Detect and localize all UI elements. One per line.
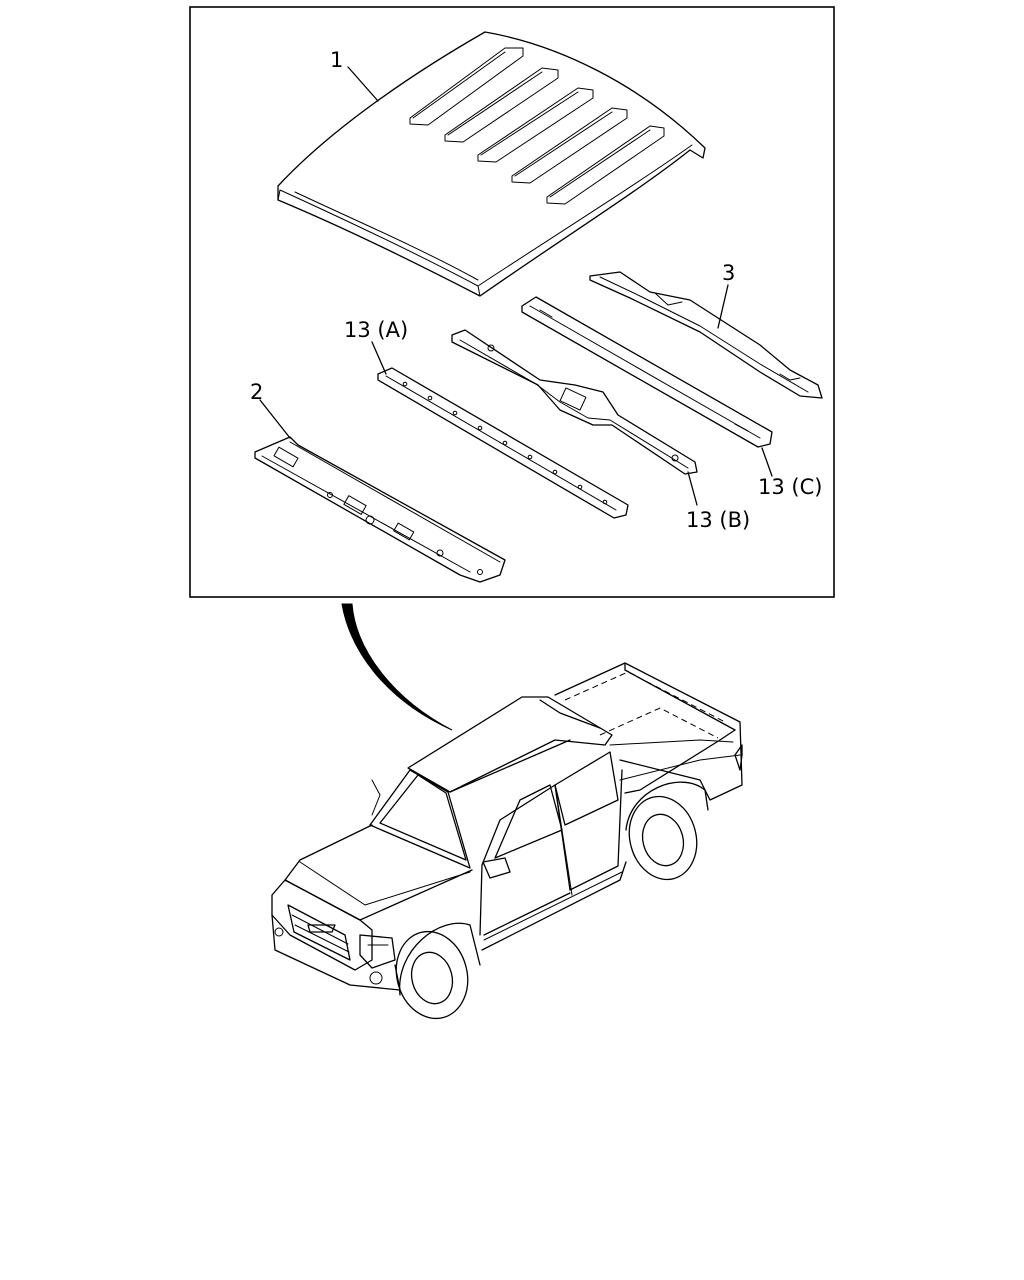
detail-frame xyxy=(189,6,835,598)
bow-a-holes xyxy=(402,381,608,505)
callout-1: 1 xyxy=(330,48,343,72)
detail-pointer-arc xyxy=(341,603,453,731)
pickup-truck-illustration xyxy=(271,662,743,1020)
roof-ribs xyxy=(409,47,665,205)
leader-lines xyxy=(259,66,773,506)
roof-panel xyxy=(277,31,706,297)
callout-13c: 13 (C) xyxy=(758,475,822,499)
roof-bow-a xyxy=(377,367,629,519)
roof-bow-b xyxy=(451,329,698,475)
rear-header-rail xyxy=(589,271,823,399)
callout-3: 3 xyxy=(722,261,735,285)
front-header-rail xyxy=(254,436,506,583)
roof-bow-c xyxy=(521,296,773,448)
callout-13a: 13 (A) xyxy=(344,318,408,342)
callout-2: 2 xyxy=(250,380,263,404)
callout-13b: 13 (B) xyxy=(686,508,750,532)
